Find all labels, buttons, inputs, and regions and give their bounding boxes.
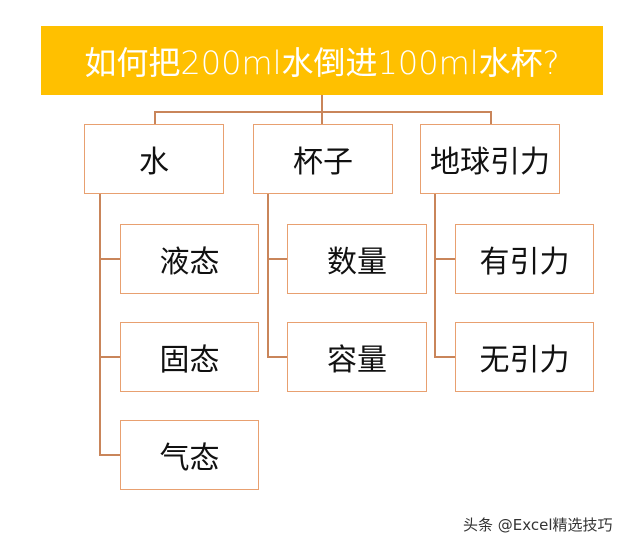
branch-line-gravity (434, 194, 436, 357)
root-connector (321, 95, 323, 111)
node-solid: 固态 (120, 322, 259, 392)
connector-node-1 (154, 111, 156, 124)
node-no-gravity: 无引力 (455, 322, 594, 392)
connector-node-2 (321, 111, 323, 124)
branch-line-cup (267, 194, 269, 357)
branch-line-water (99, 194, 101, 455)
branch-tick (267, 356, 287, 358)
branch-tick (434, 258, 455, 260)
branch-tick (267, 258, 287, 260)
node-water: 水 (84, 124, 224, 194)
branch-tick (434, 356, 455, 358)
node-gravity: 地球引力 (420, 124, 560, 194)
branch-tick (99, 356, 120, 358)
node-quantity: 数量 (287, 224, 427, 294)
connector-node-3 (490, 111, 492, 124)
node-with-gravity: 有引力 (455, 224, 594, 294)
node-liquid: 液态 (120, 224, 259, 294)
root-title: 如何把200ml水倒进100ml水杯? (41, 26, 603, 95)
node-gas: 气态 (120, 420, 259, 490)
branch-tick (99, 258, 120, 260)
level1-connector (154, 111, 491, 113)
node-cup: 杯子 (253, 124, 393, 194)
branch-tick (99, 454, 120, 456)
watermark: 头条 @Excel精选技巧 (463, 516, 613, 534)
node-capacity: 容量 (287, 322, 427, 392)
